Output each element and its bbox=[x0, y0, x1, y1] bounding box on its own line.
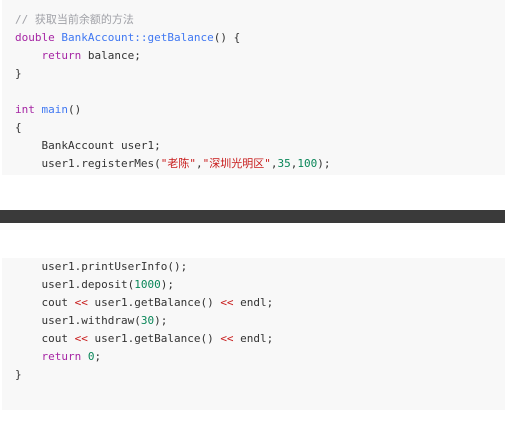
code-operator: << bbox=[74, 296, 88, 309]
code-text: cout bbox=[15, 332, 75, 345]
code-number: 100 bbox=[297, 157, 318, 170]
code-line: double BankAccount::getBalance() { bbox=[15, 31, 240, 45]
code-operator: << bbox=[74, 332, 88, 345]
code-line: } bbox=[15, 368, 22, 381]
code-text: endl; bbox=[233, 296, 274, 309]
code-text: () bbox=[68, 103, 82, 116]
code-text: ); bbox=[317, 157, 331, 170]
code-line: cout << user1.getBalance() << endl; bbox=[15, 296, 273, 310]
code-text: ); bbox=[160, 278, 174, 291]
code-block-top: // 获取当前余额的方法 double BankAccount::getBala… bbox=[2, 0, 505, 175]
code-text: ); bbox=[154, 314, 168, 327]
code-number: 0 bbox=[87, 350, 95, 363]
code-line: // 获取当前余额的方法 bbox=[15, 13, 134, 27]
code-line: return 0; bbox=[15, 350, 102, 364]
code-space bbox=[35, 103, 42, 116]
code-text: user1.deposit( bbox=[15, 278, 135, 291]
code-operator: << bbox=[220, 296, 234, 309]
code-keyword: return bbox=[41, 350, 82, 363]
code-keyword: int bbox=[15, 103, 35, 116]
code-indent bbox=[15, 350, 42, 363]
code-line: user1.printUserInfo(); bbox=[15, 260, 188, 273]
code-text: user1.getBalance() bbox=[87, 332, 221, 345]
code-text: , bbox=[270, 157, 278, 170]
code-block-bottom: user1.printUserInfo(); user1.deposit(100… bbox=[2, 258, 505, 410]
code-operator: << bbox=[220, 332, 234, 345]
code-function-name: BankAccount::getBalance bbox=[61, 31, 214, 44]
code-text: endl; bbox=[233, 332, 274, 345]
code-comment: // 获取当前余额的方法 bbox=[15, 13, 134, 26]
code-line: return balance; bbox=[15, 49, 141, 63]
code-text: cout bbox=[15, 296, 75, 309]
code-text: user1.getBalance() bbox=[87, 296, 221, 309]
code-string: "老陈" bbox=[160, 157, 196, 170]
code-line: BankAccount user1; bbox=[15, 139, 161, 152]
code-text: , bbox=[290, 157, 298, 170]
code-text: user1.registerMes( bbox=[15, 157, 161, 170]
code-number: 35 bbox=[277, 157, 291, 170]
code-string: "深圳光明区" bbox=[202, 157, 271, 170]
code-line: cout << user1.getBalance() << endl; bbox=[15, 332, 273, 346]
code-line: } bbox=[15, 67, 22, 80]
code-keyword: double bbox=[15, 31, 55, 44]
code-indent bbox=[15, 49, 42, 62]
code-line: user1.registerMes("老陈","深圳光明区",35,100); bbox=[15, 157, 330, 171]
code-text: user1.withdraw( bbox=[15, 314, 141, 327]
code-line: user1.withdraw(30); bbox=[15, 314, 167, 328]
code-keyword: return bbox=[41, 49, 82, 62]
code-function-name: main bbox=[41, 103, 69, 116]
code-number: 1000 bbox=[134, 278, 161, 291]
code-text: balance; bbox=[81, 49, 141, 62]
code-text: , bbox=[195, 157, 203, 170]
code-line: int main() bbox=[15, 103, 81, 117]
code-text: ; bbox=[94, 350, 102, 363]
code-space bbox=[81, 350, 88, 363]
code-number: 30 bbox=[140, 314, 155, 327]
code-line: user1.deposit(1000); bbox=[15, 278, 174, 292]
section-divider bbox=[0, 210, 505, 223]
code-text: () { bbox=[213, 31, 241, 44]
code-line: { bbox=[15, 121, 22, 134]
